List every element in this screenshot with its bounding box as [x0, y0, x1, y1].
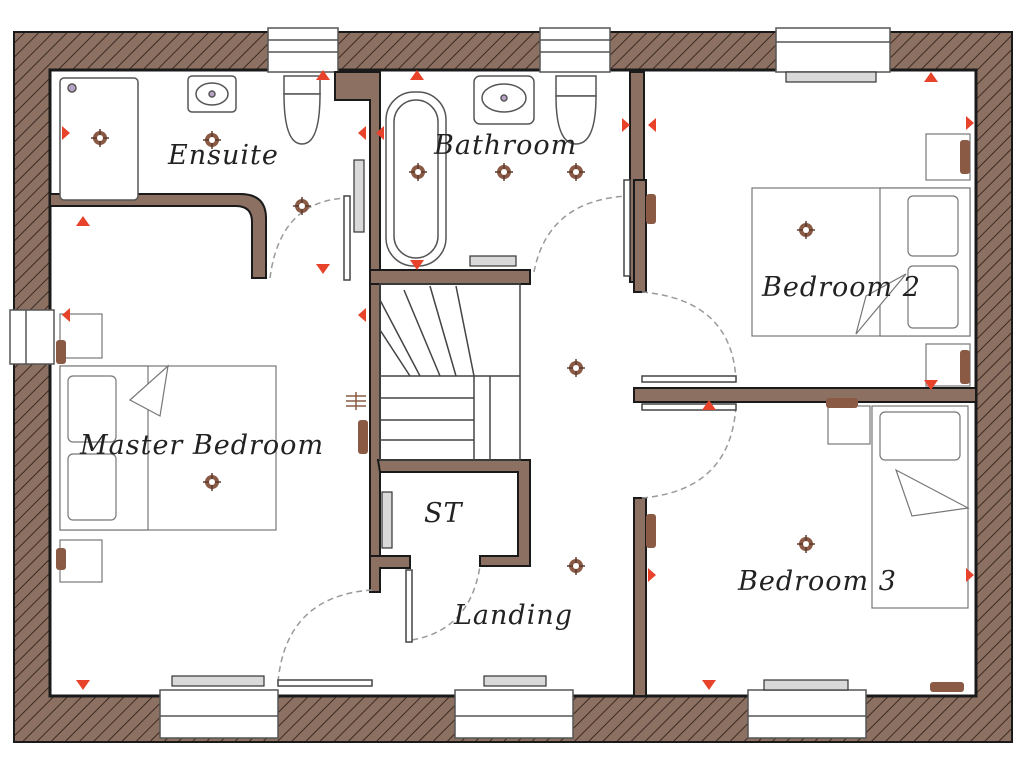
radiators — [171, 71, 877, 691]
room-label-master-bedroom: Master Bedroom — [80, 430, 325, 461]
room-label-bathroom: Bathroom — [434, 130, 578, 161]
room-label-landing: Landing — [454, 600, 574, 631]
door-swings — [269, 195, 737, 683]
room-label-bedroom-3: Bedroom 3 — [738, 566, 897, 597]
room-label-st: ST — [424, 498, 463, 529]
extractor-symbol — [346, 392, 366, 410]
red-markers — [62, 70, 974, 690]
room-label-bedroom-2: Bedroom 2 — [762, 272, 921, 303]
room-label-ensuite: Ensuite — [168, 140, 279, 171]
bathroom-fixtures — [59, 75, 597, 267]
windows — [9, 27, 891, 739]
door-leaves — [277, 179, 737, 687]
beds — [59, 133, 971, 609]
wall-sockets — [56, 140, 970, 692]
internal-walls — [49, 71, 977, 697]
staircase — [379, 283, 521, 461]
